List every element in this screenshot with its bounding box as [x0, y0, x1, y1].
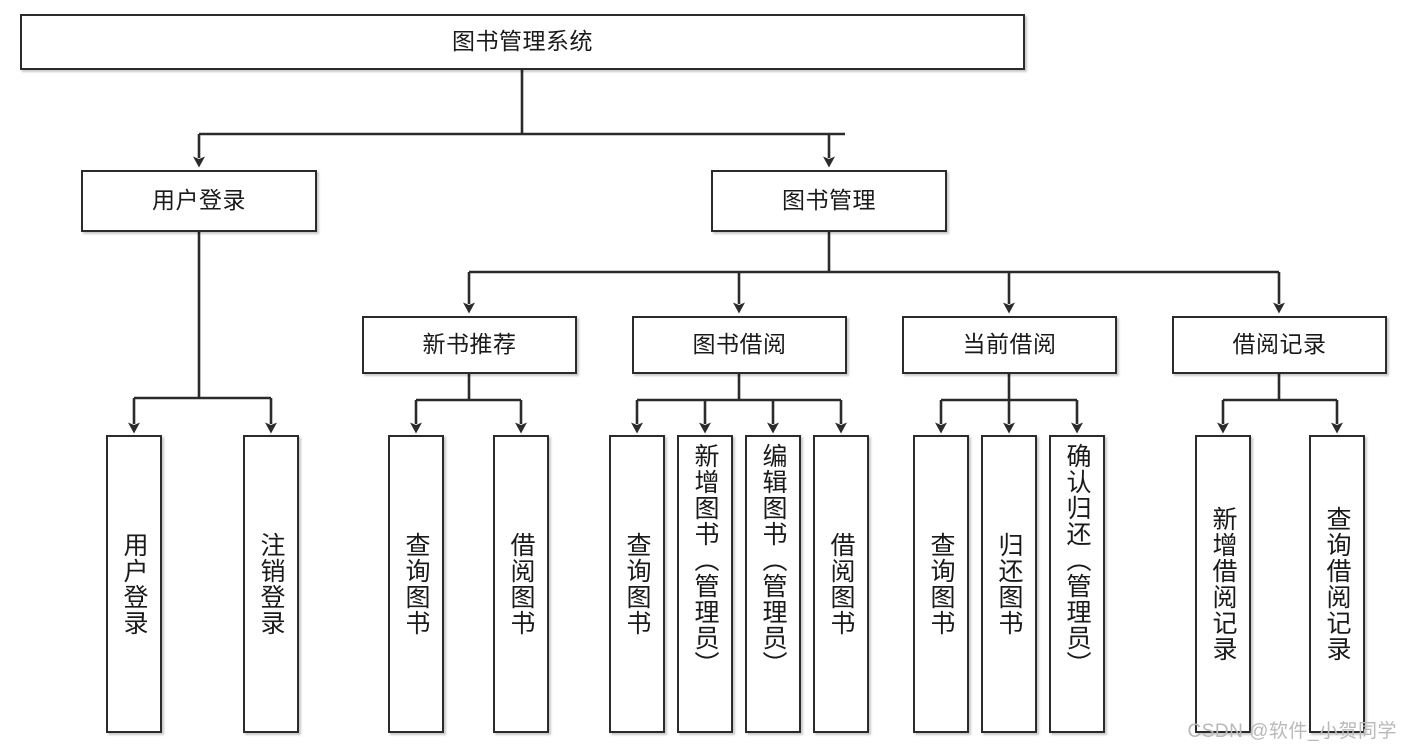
node-new-book-recommend-label: 新书推荐 [422, 331, 517, 358]
node-leaf-query-book-1-label: 查询图书 [402, 532, 430, 636]
node-user-login-label: 用户登录 [152, 187, 246, 214]
node-borrow-record-label: 借阅记录 [1232, 331, 1327, 358]
node-leaf-query-book-1[interactable]: 查询图书 [388, 435, 444, 733]
node-leaf-add-record-label: 新增借阅记录 [1209, 506, 1237, 662]
node-leaf-confirm-return[interactable]: 确认归还（管理员） [1049, 435, 1105, 733]
node-leaf-borrow-book-1-label: 借阅图书 [507, 532, 535, 636]
node-leaf-query-book-3-label: 查询图书 [927, 532, 955, 636]
node-leaf-edit-book-label: 编辑图书（管理员） [759, 443, 787, 677]
watermark: CSDN @软件_小贺同学 [1187, 721, 1397, 742]
node-leaf-query-book-2[interactable]: 查询图书 [609, 435, 665, 733]
node-root[interactable]: 图书管理系统 [20, 14, 1025, 70]
node-user-login[interactable]: 用户登录 [81, 170, 317, 232]
node-current-borrow[interactable]: 当前借阅 [902, 316, 1117, 374]
node-leaf-return-book-label: 归还图书 [995, 532, 1023, 636]
node-leaf-query-record[interactable]: 查询借阅记录 [1309, 435, 1365, 733]
node-leaf-borrow-book-1[interactable]: 借阅图书 [493, 435, 549, 733]
node-leaf-add-book-label: 新增图书（管理员） [691, 443, 719, 677]
node-leaf-logout-login-label: 注销登录 [257, 532, 285, 636]
node-leaf-query-record-label: 查询借阅记录 [1323, 506, 1351, 662]
node-borrow-record[interactable]: 借阅记录 [1172, 316, 1387, 374]
node-book-borrow-label: 图书借阅 [692, 331, 787, 358]
node-leaf-edit-book[interactable]: 编辑图书（管理员） [745, 435, 801, 733]
node-leaf-borrow-book-2[interactable]: 借阅图书 [813, 435, 869, 733]
node-leaf-query-book-2-label: 查询图书 [623, 532, 651, 636]
node-new-book-recommend[interactable]: 新书推荐 [362, 316, 577, 374]
node-leaf-add-record[interactable]: 新增借阅记录 [1195, 435, 1251, 733]
node-leaf-confirm-return-label: 确认归还（管理员） [1063, 443, 1091, 677]
node-leaf-add-book[interactable]: 新增图书（管理员） [677, 435, 733, 733]
node-leaf-return-book[interactable]: 归还图书 [981, 435, 1037, 733]
node-leaf-user-login-label: 用户登录 [120, 532, 148, 636]
node-book-management[interactable]: 图书管理 [711, 170, 947, 232]
node-leaf-borrow-book-2-label: 借阅图书 [827, 532, 855, 636]
node-leaf-query-book-3[interactable]: 查询图书 [913, 435, 969, 733]
node-leaf-logout-login[interactable]: 注销登录 [243, 435, 299, 733]
node-book-management-label: 图书管理 [782, 187, 876, 214]
node-root-label: 图书管理系统 [452, 28, 593, 55]
node-current-borrow-label: 当前借阅 [962, 331, 1057, 358]
node-book-borrow[interactable]: 图书借阅 [632, 316, 847, 374]
node-leaf-user-login[interactable]: 用户登录 [106, 435, 162, 733]
